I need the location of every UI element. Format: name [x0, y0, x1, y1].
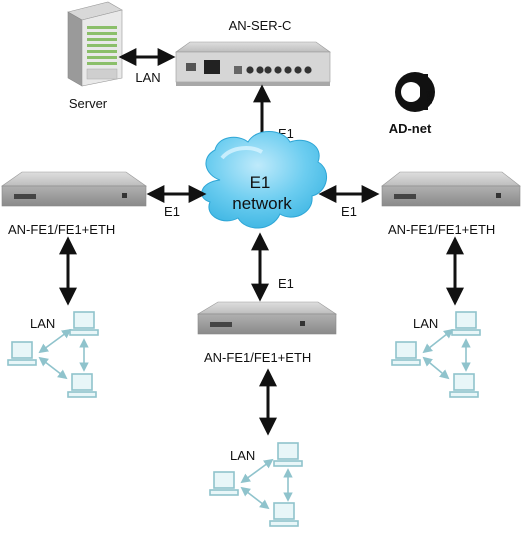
node-right-label: AN-FE1/FE1+ETH: [388, 222, 495, 237]
e1-network-cloud: [201, 131, 327, 229]
server-lan-label: LAN: [135, 70, 160, 85]
node-left-label: AN-FE1/FE1+ETH: [8, 222, 115, 237]
pc-icon: [451, 311, 481, 336]
pc-icon: [269, 502, 299, 527]
ad-net-logo: net: [395, 72, 435, 112]
right-lan-label: LAN: [413, 316, 438, 331]
logo-brand: AD-net: [389, 121, 432, 136]
server-icon: [67, 1, 123, 87]
left-lan-computers: [7, 311, 99, 398]
node-bottom-label: AN-FE1/FE1+ETH: [204, 350, 311, 365]
logo-sub: net: [424, 90, 434, 104]
right-lan-computers: [391, 311, 481, 398]
left-lan-label: LAN: [30, 316, 55, 331]
pc-icon: [391, 341, 421, 366]
an-ser-c-device: [175, 41, 331, 86]
server-label: Server: [69, 96, 108, 111]
right-lan-link-b: [422, 356, 450, 380]
bottom-lan-link-a: [240, 458, 274, 484]
pc-icon: [273, 442, 303, 467]
pc-icon: [449, 373, 479, 398]
pc-icon: [69, 311, 99, 336]
node-left-device: [1, 171, 147, 207]
center-converter-label: AN-SER-C: [229, 18, 292, 33]
right-lan-link-a: [422, 328, 454, 354]
pc-icon: [7, 341, 37, 366]
bottom-lan-computers: [209, 442, 303, 527]
node-bottom-device: [196, 301, 337, 335]
node-right-device: [381, 171, 521, 207]
left-lan-link-a: [38, 328, 72, 354]
left-e1-label: E1: [164, 204, 180, 219]
right-e1-label: E1: [341, 204, 357, 219]
pc-icon: [67, 373, 97, 398]
bottom-e1-label: E1: [278, 276, 294, 291]
cloud-line2: network: [232, 194, 292, 213]
bottom-lan-label: LAN: [230, 448, 255, 463]
pc-icon: [209, 471, 239, 496]
cloud-line1: E1: [250, 173, 271, 192]
bottom-lan-link-b: [240, 486, 270, 510]
left-lan-link-b: [38, 356, 68, 380]
